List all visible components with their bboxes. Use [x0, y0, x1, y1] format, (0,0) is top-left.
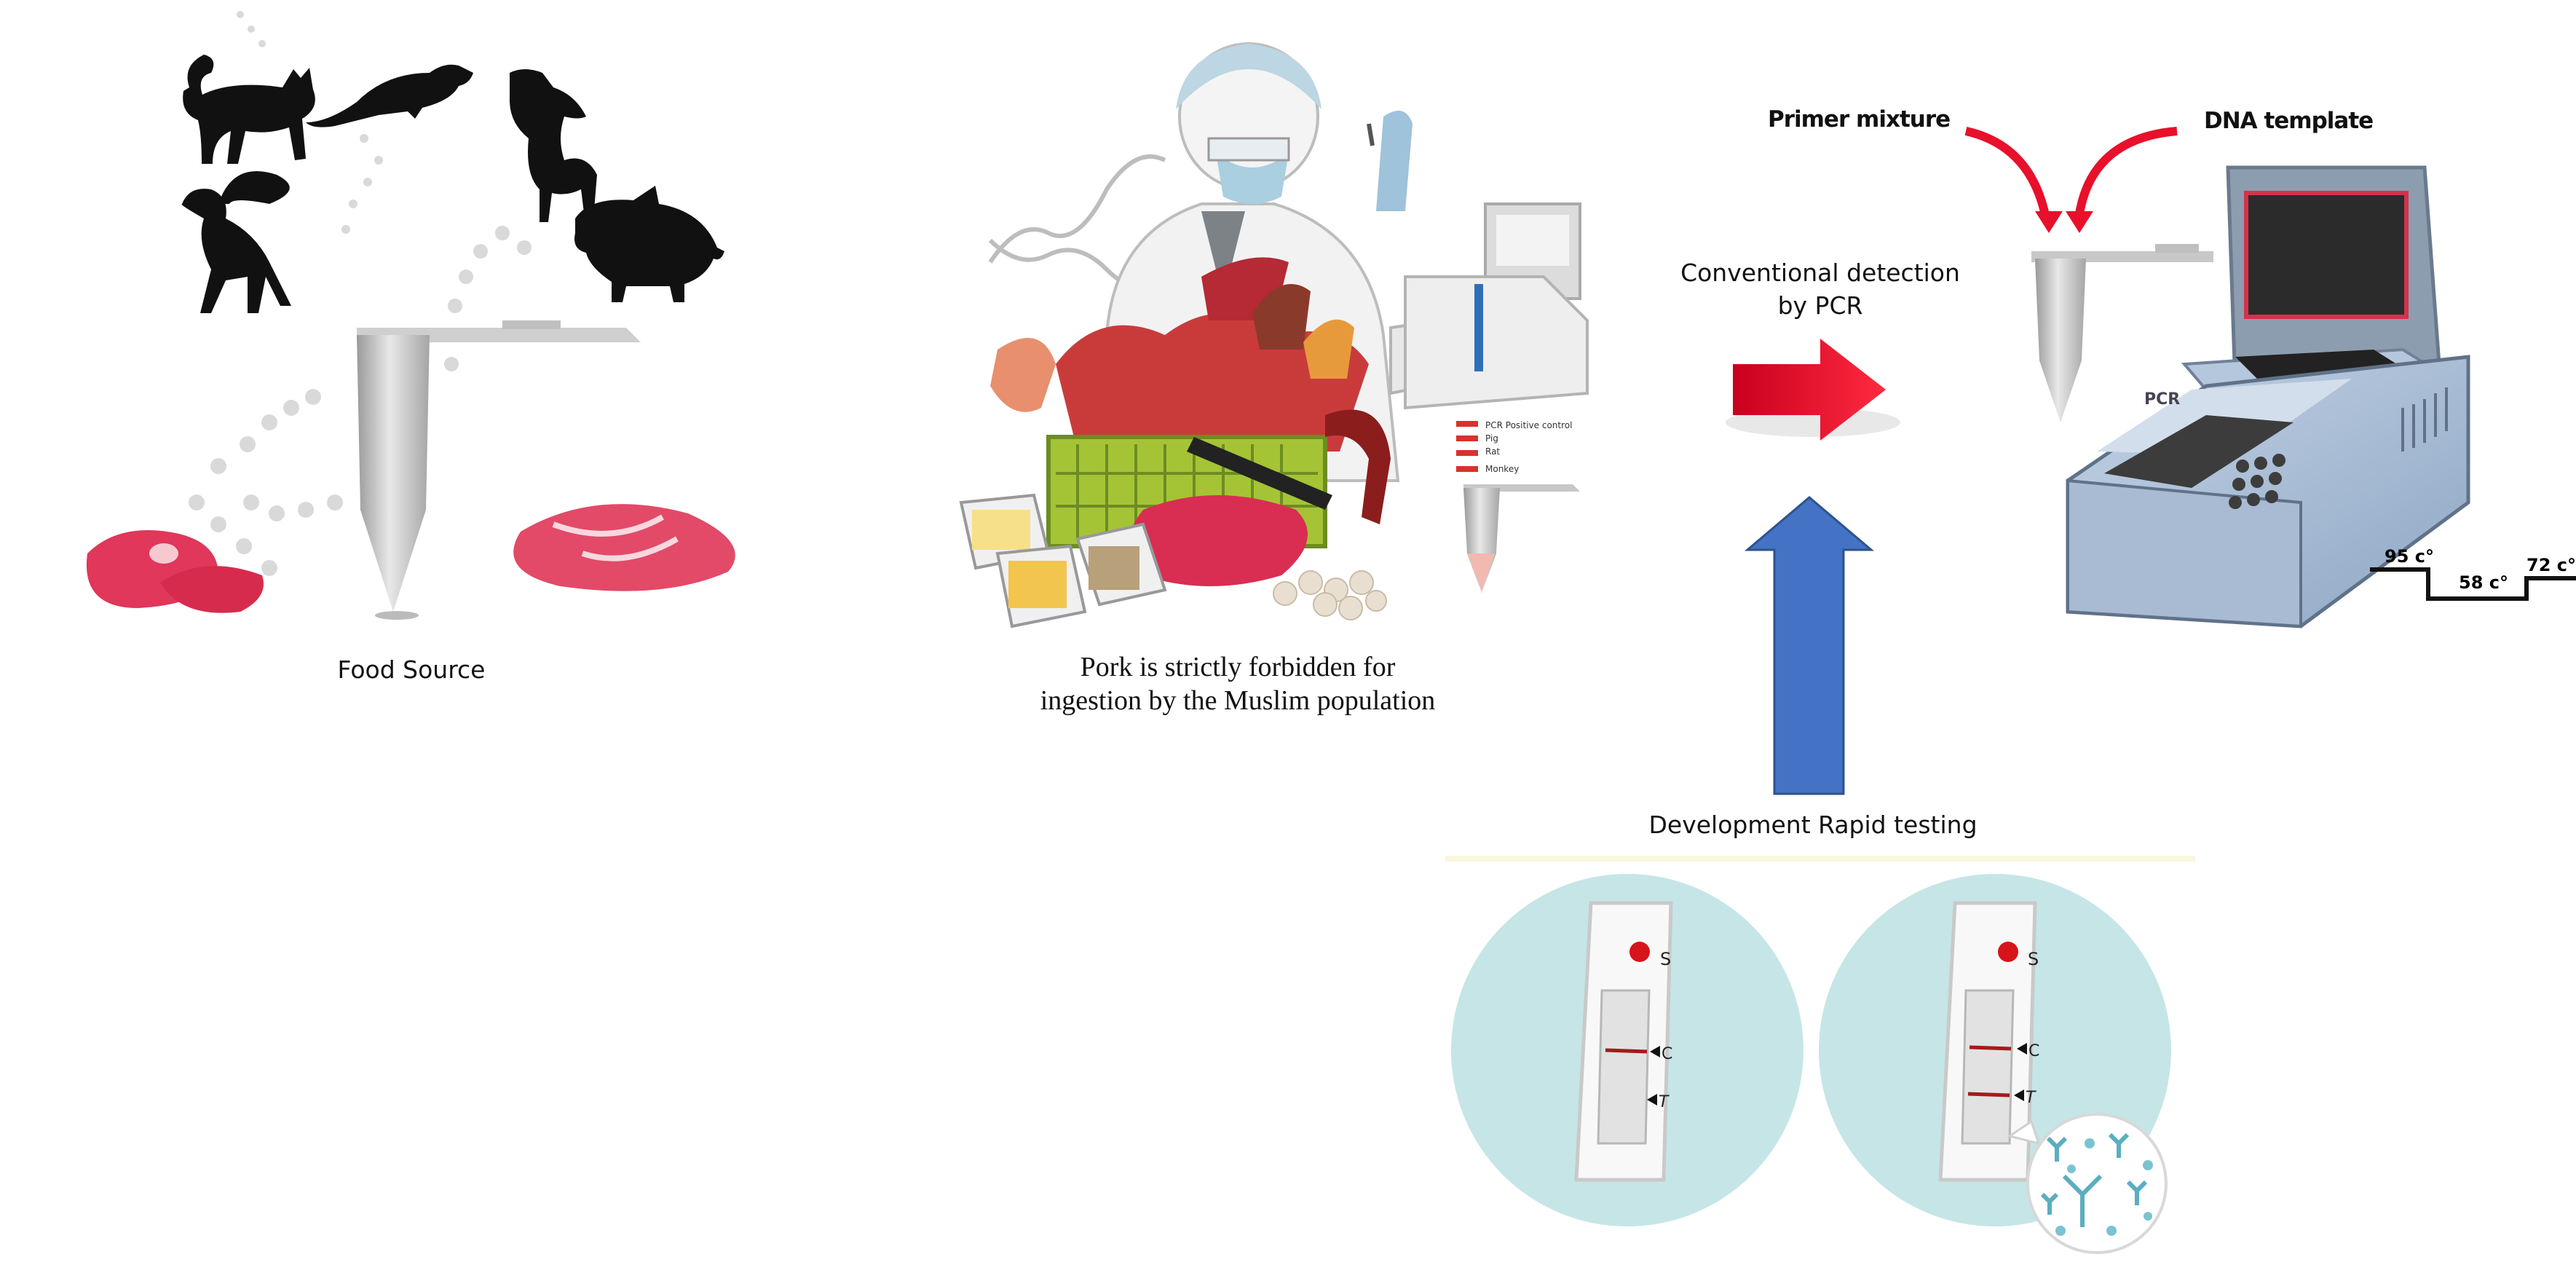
- raw-meat-right: [513, 504, 735, 591]
- gel-result-mini: PCR Positive control Pig Rat Monkey: [1456, 420, 1580, 594]
- cat-silhouette: [183, 55, 315, 164]
- halal-caption-line1: Pork is strictly forbidden for: [1080, 652, 1396, 682]
- packaged-food-trays: [959, 493, 1167, 628]
- keypad: [2229, 454, 2285, 509]
- pcr-tube: [2031, 244, 2213, 422]
- test-strip-left: S C T: [1574, 901, 1673, 1182]
- gel-label-positive: PCR Positive control: [1485, 420, 1572, 430]
- rapid-test-panel: S C T S C T: [1445, 856, 2195, 1254]
- strip-left-label-t: T: [1659, 1093, 1670, 1111]
- food-source-panel: [86, 11, 735, 620]
- thermal-cycle-profile: 95 c° 58 c° 72 c°: [2370, 546, 2576, 601]
- gel-label-rat: Rat: [1485, 446, 1500, 457]
- halal-caption-line2: ingestion by the Muslim population: [1040, 685, 1436, 716]
- sample-tube: [357, 320, 641, 620]
- blue-arrow-up: [1744, 496, 1875, 795]
- antigen-dots-icon: [2055, 1138, 2153, 1236]
- test-strip-right: S C T: [1938, 901, 2039, 1182]
- lab-scene-panel: PCR Positive control Pig Rat Monkey: [959, 42, 1589, 628]
- red-arrow-pcr: [1726, 339, 1900, 441]
- pcr-machine-panel: PCR 95 c° 58 c° 72 c°: [1964, 127, 2576, 628]
- strip-left-label-s: S: [1660, 949, 1671, 969]
- dna-helix-icon: [988, 154, 1166, 264]
- pig-silhouette: [574, 186, 724, 302]
- strip-right-label-t: T: [2026, 1089, 2036, 1107]
- pcr-arrow-label-line1: Conventional detection: [1680, 259, 1960, 287]
- dog-silhouette: [510, 69, 597, 222]
- small-pcr-machine: [1389, 202, 1589, 410]
- large-pcr-machine: PCR: [2066, 165, 2470, 628]
- primer-mixture-label: Primer mixture: [1768, 106, 1951, 133]
- pcr-machine-label: PCR: [2144, 390, 2180, 409]
- template-curved-arrow: [2074, 127, 2178, 219]
- antibody-magnifier: [2007, 1113, 2168, 1254]
- rapid-testing-caption: Development Rapid testing: [1648, 811, 1978, 839]
- monkey-silhouette: [181, 171, 291, 313]
- gel-label-monkey: Monkey: [1485, 464, 1519, 474]
- dna-template-label: DNA template: [2204, 108, 2374, 134]
- strip-right-label-c: C: [2028, 1042, 2039, 1060]
- dumplings: [1273, 570, 1387, 620]
- temp-72: 72 c°: [2526, 555, 2576, 575]
- divider-line: [1445, 856, 2195, 862]
- strip-right-label-s: S: [2028, 949, 2039, 969]
- food-source-caption: Food Source: [337, 655, 486, 684]
- pcr-arrow-label-line2: by PCR: [1777, 291, 1863, 320]
- raw-meat-left: [86, 530, 264, 613]
- gel-label-pig: Pig: [1485, 433, 1498, 444]
- rat-silhouette: [306, 64, 473, 127]
- temp-95: 95 c°: [2385, 546, 2434, 567]
- antibody-y-icon: [2040, 1132, 2148, 1227]
- strip-left-label-c: C: [1662, 1045, 1672, 1063]
- meat-basket: [959, 257, 1391, 628]
- primer-curved-arrow: [1964, 127, 2050, 220]
- temp-58: 58 c°: [2459, 572, 2508, 593]
